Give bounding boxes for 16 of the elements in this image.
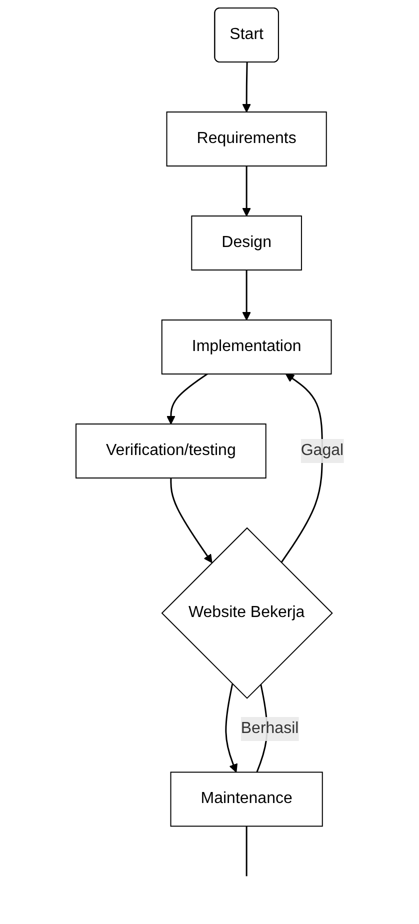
arrow bbox=[280, 374, 323, 564]
node-box: Requirements bbox=[166, 112, 327, 166]
edge-label: Berhasil bbox=[240, 720, 298, 738]
arrow bbox=[170, 478, 212, 564]
arrow bbox=[242, 166, 251, 216]
arrow bbox=[224, 684, 238, 773]
edge-label: Gagal bbox=[300, 442, 344, 459]
arrow bbox=[242, 62, 251, 112]
arrow bbox=[166, 373, 208, 424]
node-box: Design bbox=[190, 216, 302, 270]
connector bbox=[246, 826, 248, 876]
node-box: Verification/testing bbox=[75, 424, 266, 478]
node-box: Implementation bbox=[161, 320, 332, 374]
node-diamond: Website Bekerja bbox=[160, 527, 333, 699]
node-box: Maintenance bbox=[170, 772, 323, 827]
arrow bbox=[242, 270, 251, 320]
